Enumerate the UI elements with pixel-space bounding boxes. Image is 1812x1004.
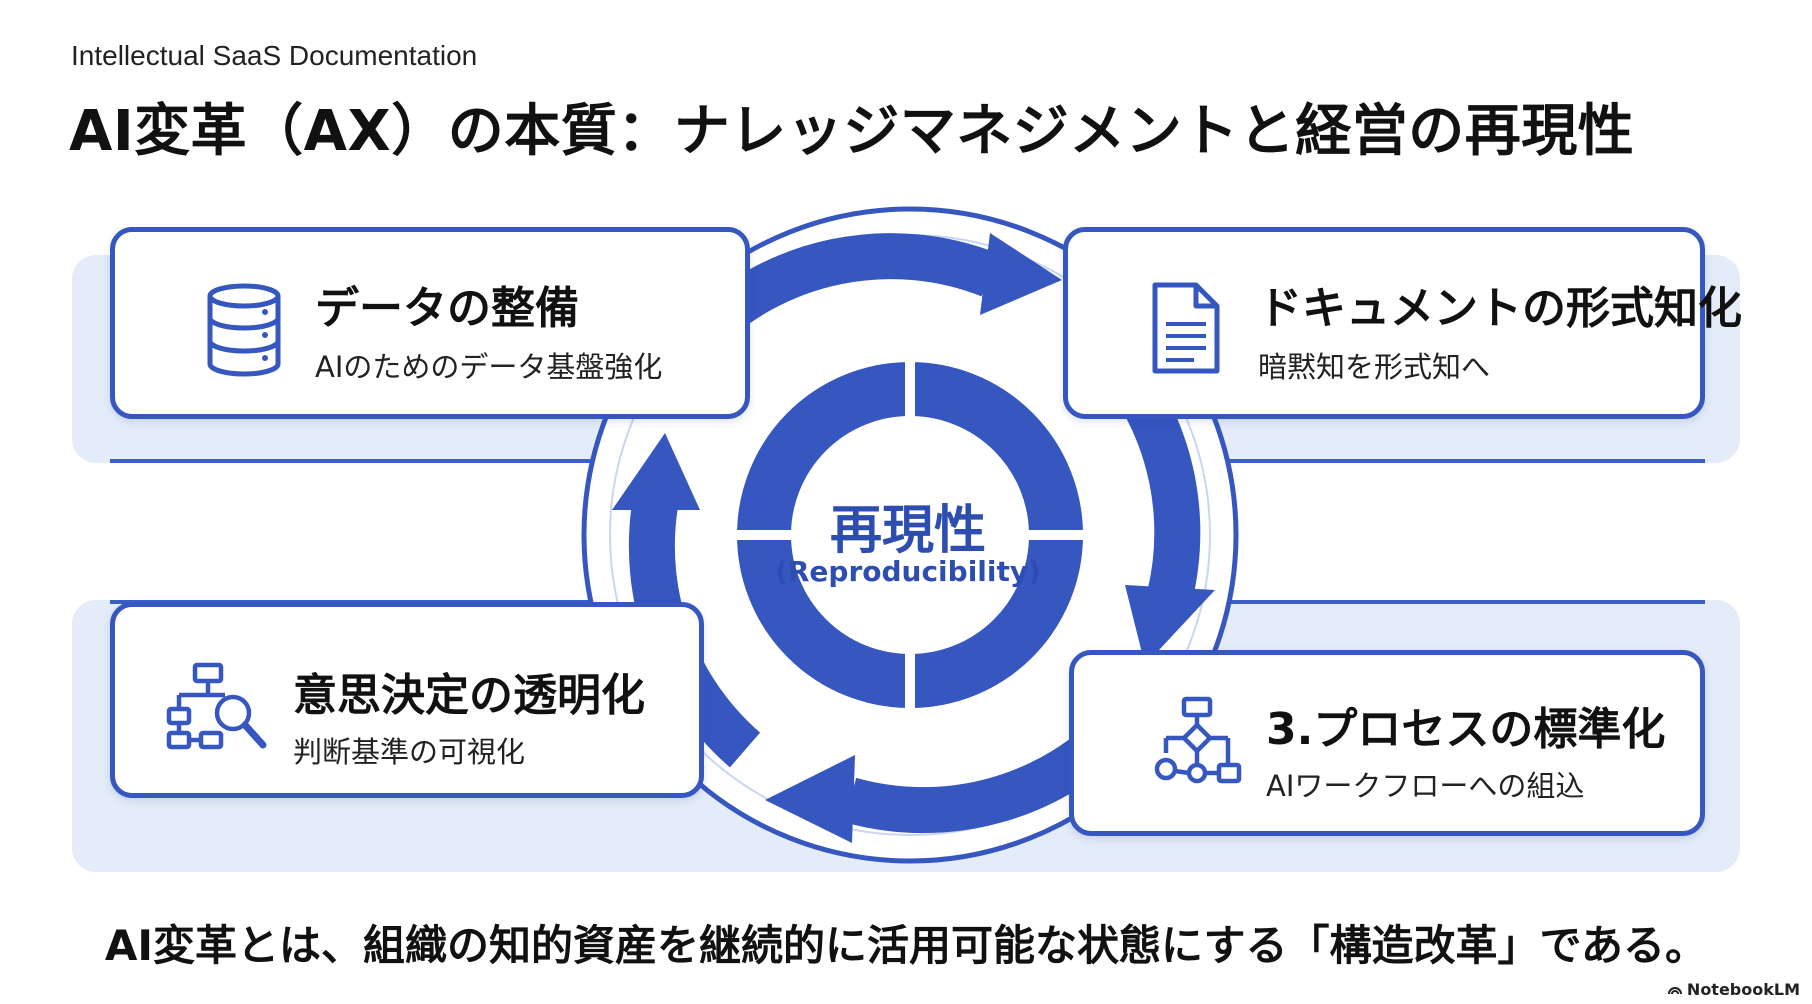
watermark: NotebookLM [1667, 980, 1800, 999]
card-title: データの整備 [315, 283, 579, 334]
card-title: 意思決定の透明化 [293, 670, 645, 721]
process-flow-icon [1154, 696, 1242, 784]
card-subtitle: 判断基準の可視化 [293, 735, 526, 769]
card-decision-transparency: 意思決定の透明化 判断基準の可視化 [110, 602, 704, 798]
page-title: AI変革（AX）の本質：ナレッジマネジメントと経営の再現性 [69, 99, 1635, 164]
connector-line-top-right [1215, 459, 1705, 463]
card-process-standardization: 3.プロセスの標準化 AIワークフローへの組込 [1069, 650, 1705, 836]
notebooklm-logo-icon [1667, 987, 1682, 995]
card-data-preparation: データの整備 AIのためのデータ基盤強化 [110, 227, 750, 419]
card-document-formalization: ドキュメントの形式知化 暗黙知を形式知へ [1063, 227, 1742, 419]
document-icon [1152, 282, 1220, 374]
card-subtitle: AIのためのデータ基盤強化 [315, 350, 663, 384]
card-subtitle: 暗黙知を形式知へ [1258, 350, 1491, 384]
card-subtitle: AIワークフローへの組込 [1266, 769, 1585, 803]
connector-line-top-left [110, 459, 600, 463]
arrowhead-right [1125, 585, 1215, 665]
connector-line-bottom-right [1215, 600, 1705, 604]
arrowhead-left [612, 433, 700, 510]
cycle-arrowheads [612, 233, 1215, 843]
arrowhead-top [980, 233, 1062, 315]
watermark-text: NotebookLM [1686, 980, 1800, 999]
donut-dividers [730, 355, 1090, 715]
center-subtitle: (Reproducibility) [775, 555, 1041, 588]
card-title: ドキュメントの形式知化 [1258, 283, 1742, 334]
database-icon [207, 283, 281, 377]
arrowhead-bottom [765, 755, 855, 843]
header-label: Intellectual SaaS Documentation [71, 40, 478, 71]
footer-statement: AI変革とは、組織の知的資産を継続的に活用可能な状態にする「構造改革」である。 [104, 921, 1708, 970]
inner-core [792, 417, 1028, 653]
decision-tree-search-icon [166, 662, 267, 750]
center-title: 再現性 [829, 501, 986, 561]
card-title: 3.プロセスの標準化 [1266, 704, 1666, 755]
